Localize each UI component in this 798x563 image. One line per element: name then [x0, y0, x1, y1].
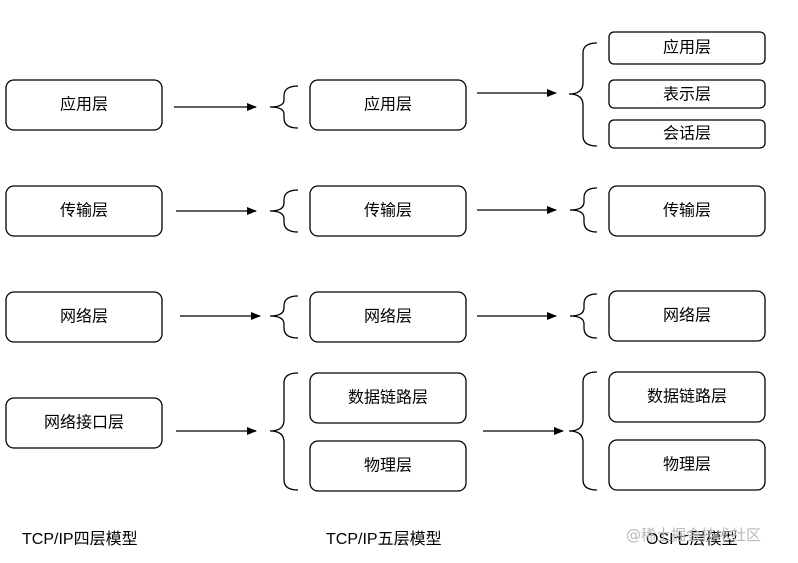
- osi-title: OSI七层模型: [646, 531, 738, 548]
- brace-5-transport: [269, 189, 299, 233]
- tcpip4-layer-transport: 传输层: [5, 185, 163, 237]
- tcpip5-title: TCP/IP五层模型: [326, 531, 442, 548]
- osi-layer-network-label: 网络层: [663, 306, 711, 325]
- brace-7-application: [568, 42, 598, 147]
- tcpip5-layer-data-link: 数据链路层: [309, 372, 467, 424]
- tcpip5-layer-network: 网络层: [309, 291, 467, 343]
- tcpip4-layer-transport-label: 传输层: [60, 202, 108, 220]
- tcpip5-layer-physical-label: 物理层: [364, 457, 412, 475]
- osi-layer-session: 会话层: [608, 119, 766, 149]
- tcpip5-layer-physical: 物理层: [309, 440, 467, 492]
- tcpip4-layer-application-label: 应用层: [60, 95, 108, 114]
- brace-7-lower: [568, 371, 598, 491]
- watermark: @稀土掘金技术社区: [626, 526, 762, 544]
- brace-7-network: [569, 293, 598, 339]
- osi-layer-presentation-label: 表示层: [663, 86, 711, 104]
- tcpip4-layer-application: 应用层: [5, 79, 163, 131]
- osi-layer-application-label: 应用层: [663, 38, 711, 57]
- tcpip5-layer-network-label: 网络层: [364, 307, 412, 326]
- osi-layer-physical-label: 物理层: [663, 456, 711, 474]
- tcpip5-layer-application-label: 应用层: [364, 95, 412, 114]
- osi-layer-transport-label: 传输层: [663, 202, 711, 220]
- tcpip4-title: TCP/IP四层模型: [22, 531, 138, 548]
- tcpip4-layer-network-interface: 网络接口层: [5, 397, 163, 449]
- osi-layer-application: 应用层: [608, 31, 766, 65]
- osi-layer-session-label: 会话层: [663, 125, 711, 143]
- osi-layer-transport: 传输层: [608, 185, 766, 237]
- osi-layer-physical: 物理层: [608, 439, 766, 491]
- osi-layer-data-link-label: 数据链路层: [647, 388, 727, 406]
- tcpip5-layer-transport: 传输层: [309, 185, 467, 237]
- tcpip5-layer-application: 应用层: [309, 79, 467, 131]
- tcpip4-layer-network-label: 网络层: [60, 307, 108, 326]
- brace-7-transport: [569, 187, 598, 233]
- brace-5-network-interface: [269, 372, 299, 491]
- osi-layer-presentation: 表示层: [608, 79, 766, 109]
- tcpip5-layer-transport-label: 传输层: [364, 202, 412, 220]
- brace-5-application: [269, 85, 299, 129]
- tcpip4-layer-network-interface-label: 网络接口层: [44, 413, 124, 432]
- osi-layer-network: 网络层: [608, 290, 766, 342]
- brace-5-network: [269, 295, 299, 339]
- tcpip5-layer-data-link-label: 数据链路层: [348, 389, 428, 407]
- osi-layer-data-link: 数据链路层: [608, 371, 766, 423]
- tcpip4-layer-network: 网络层: [5, 291, 163, 343]
